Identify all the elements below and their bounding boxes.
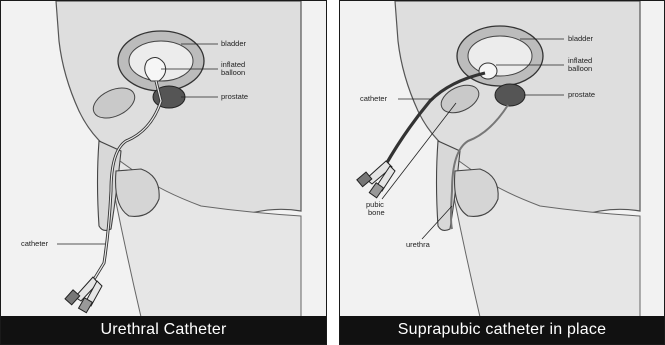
urethra-label: urethra [406, 241, 430, 249]
catheter-label: catheter [360, 95, 387, 103]
bladder-label: bladder [221, 40, 246, 48]
bladder-label: bladder [568, 35, 593, 43]
prostate-label: prostate [221, 93, 248, 101]
catheter-cap-1 [65, 290, 80, 305]
caption-suprapubic: Suprapubic catheter in place [340, 316, 664, 344]
inflated-balloon [479, 63, 497, 79]
caption-urethral: Urethral Catheter [1, 316, 326, 344]
balloon-label-line2: balloon [568, 65, 592, 73]
catheter-label: catheter [21, 240, 48, 248]
prostate [495, 84, 525, 106]
urethral-catheter-panel: bladder inflated balloon prostate cathet… [0, 0, 327, 345]
catheter-cap-1 [357, 172, 372, 187]
suprapubic-anatomy-illustration [340, 1, 665, 345]
suprapubic-catheter-panel: bladder inflated balloon prostate cathet… [339, 0, 665, 345]
scrotum [455, 169, 499, 216]
urethral-anatomy-illustration [1, 1, 327, 345]
prostate-label: prostate [568, 91, 595, 99]
bladder-interior [468, 36, 532, 76]
pubic-bone-label-line2: bone [368, 209, 385, 217]
balloon-label-line2: balloon [221, 69, 245, 77]
scrotum [116, 169, 160, 216]
